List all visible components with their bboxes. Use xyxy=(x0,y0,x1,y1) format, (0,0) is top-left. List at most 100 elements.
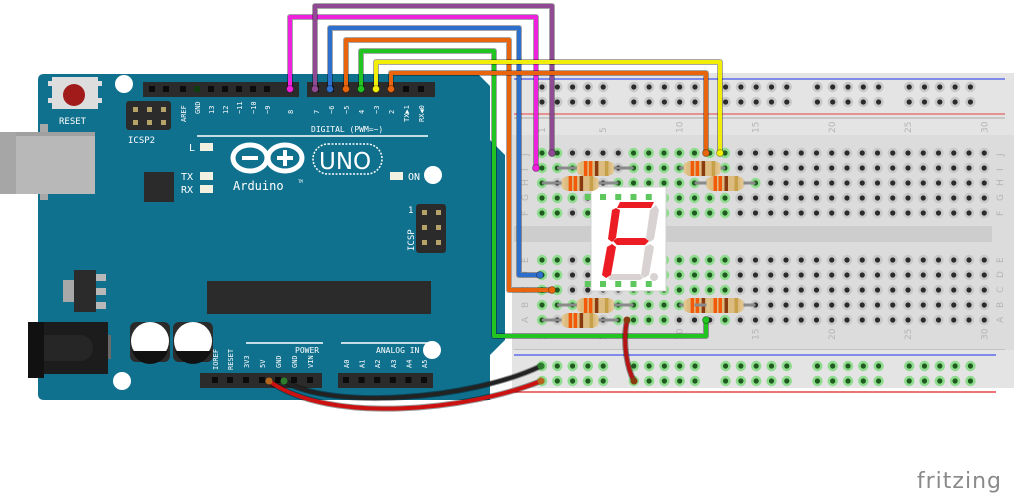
breadboard-hole[interactable] xyxy=(826,299,837,311)
breadboard-hole[interactable] xyxy=(918,299,929,311)
breadboard-hole[interactable] xyxy=(552,375,563,387)
analog-pin[interactable] xyxy=(405,377,412,383)
breadboard-hole[interactable] xyxy=(780,147,792,159)
breadboard-hole[interactable] xyxy=(812,96,823,108)
breadboard-hole[interactable] xyxy=(858,81,869,93)
breadboard-hole[interactable] xyxy=(552,360,563,372)
digital-pin[interactable] xyxy=(264,86,270,92)
breadboard-hole[interactable] xyxy=(979,299,990,311)
breadboard-hole[interactable] xyxy=(965,360,976,372)
breadboard-hole[interactable] xyxy=(841,254,853,266)
breadboard-hole[interactable] xyxy=(872,192,883,204)
breadboard-hole[interactable] xyxy=(735,254,746,266)
breadboard-hole[interactable] xyxy=(826,284,837,296)
breadboard-hole[interactable] xyxy=(873,96,884,108)
power-pin[interactable] xyxy=(275,377,281,383)
breadboard-hole[interactable] xyxy=(765,207,776,219)
breadboard-hole[interactable] xyxy=(963,162,975,174)
header-pin[interactable] xyxy=(163,86,169,92)
breadboard-hole[interactable] xyxy=(674,269,685,281)
breadboard-hole[interactable] xyxy=(796,254,807,266)
breadboard-hole[interactable] xyxy=(582,375,594,387)
breadboard-hole[interactable] xyxy=(857,162,868,174)
breadboard-hole[interactable] xyxy=(979,192,990,204)
breadboard-hole[interactable] xyxy=(887,177,898,189)
breadboard-hole[interactable] xyxy=(536,254,548,266)
breadboard-hole[interactable] xyxy=(902,162,914,174)
breadboard-hole[interactable] xyxy=(780,314,792,326)
power-pin[interactable] xyxy=(212,377,218,383)
d2-wire[interactable] xyxy=(387,70,710,157)
breadboard-hole[interactable] xyxy=(963,192,975,204)
power-pin[interactable] xyxy=(291,377,297,383)
breadboard-hole[interactable] xyxy=(643,162,654,174)
breadboard-hole[interactable] xyxy=(536,81,548,93)
breadboard-hole[interactable] xyxy=(735,192,746,204)
breadboard-hole[interactable] xyxy=(659,375,670,387)
breadboard-hole[interactable] xyxy=(841,284,853,296)
breadboard-hole[interactable] xyxy=(796,177,807,189)
d8-wire[interactable] xyxy=(286,14,540,172)
power-pin[interactable] xyxy=(243,377,249,383)
breadboard-hole[interactable] xyxy=(872,207,883,219)
breadboard-hole[interactable] xyxy=(963,314,975,326)
breadboard-hole[interactable] xyxy=(780,269,792,281)
breadboard-hole[interactable] xyxy=(857,147,868,159)
breadboard-hole[interactable] xyxy=(598,360,609,372)
breadboard-hole[interactable] xyxy=(948,177,959,189)
resistor[interactable] xyxy=(694,298,756,313)
breadboard-hole[interactable] xyxy=(872,162,883,174)
analog-pin[interactable] xyxy=(389,377,396,383)
breadboard-hole[interactable] xyxy=(858,375,869,387)
breadboard-hole[interactable] xyxy=(904,360,915,372)
breadboard-hole[interactable] xyxy=(872,254,883,266)
breadboard-hole[interactable] xyxy=(811,299,822,311)
breadboard-hole[interactable] xyxy=(872,314,883,326)
breadboard-hole[interactable] xyxy=(933,284,944,296)
breadboard-hole[interactable] xyxy=(552,81,563,93)
breadboard-hole[interactable] xyxy=(582,269,593,281)
breadboard-hole[interactable] xyxy=(933,162,944,174)
breadboard-hole[interactable] xyxy=(857,254,868,266)
breadboard-hole[interactable] xyxy=(841,314,853,326)
breadboard-hole[interactable] xyxy=(781,375,792,387)
breadboard-hole[interactable] xyxy=(765,284,776,296)
breadboard-hole[interactable] xyxy=(643,314,654,326)
breadboard-hole[interactable] xyxy=(826,147,837,159)
breadboard-hole[interactable] xyxy=(873,360,884,372)
breadboard-hole[interactable] xyxy=(826,162,837,174)
breadboard-hole[interactable] xyxy=(796,269,807,281)
breadboard-hole[interactable] xyxy=(887,147,898,159)
breadboard-hole[interactable] xyxy=(598,81,609,93)
breadboard-hole[interactable] xyxy=(965,375,976,387)
breadboard-hole[interactable] xyxy=(689,147,700,159)
breadboard-hole[interactable] xyxy=(720,96,731,108)
breadboard-hole[interactable] xyxy=(933,299,944,311)
breadboard-hole[interactable] xyxy=(979,269,990,281)
digital-pin[interactable] xyxy=(194,86,200,92)
breadboard-hole[interactable] xyxy=(780,177,792,189)
breadboard-hole[interactable] xyxy=(948,192,959,204)
breadboard-hole[interactable] xyxy=(948,269,959,281)
breadboard-hole[interactable] xyxy=(963,147,975,159)
breadboard-hole[interactable] xyxy=(781,360,792,372)
d4-wire[interactable] xyxy=(357,48,710,339)
breadboard-hole[interactable] xyxy=(979,207,990,219)
breadboard-hole[interactable] xyxy=(567,360,578,372)
power-pin[interactable] xyxy=(307,377,313,383)
breadboard-hole[interactable] xyxy=(919,360,930,372)
breadboard-hole[interactable] xyxy=(827,81,838,93)
breadboard-hole[interactable] xyxy=(735,81,747,93)
breadboard-hole[interactable] xyxy=(719,192,731,204)
breadboard-hole[interactable] xyxy=(872,269,883,281)
breadboard-hole[interactable] xyxy=(658,147,670,159)
breadboard-hole[interactable] xyxy=(812,375,823,387)
resistor[interactable] xyxy=(557,298,634,313)
breadboard-hole[interactable] xyxy=(902,254,914,266)
breadboard-hole[interactable] xyxy=(689,360,701,372)
breadboard-hole[interactable] xyxy=(659,81,670,93)
breadboard-hole[interactable] xyxy=(887,269,898,281)
breadboard-hole[interactable] xyxy=(720,81,731,93)
breadboard-hole[interactable] xyxy=(887,207,898,219)
breadboard-hole[interactable] xyxy=(919,375,930,387)
